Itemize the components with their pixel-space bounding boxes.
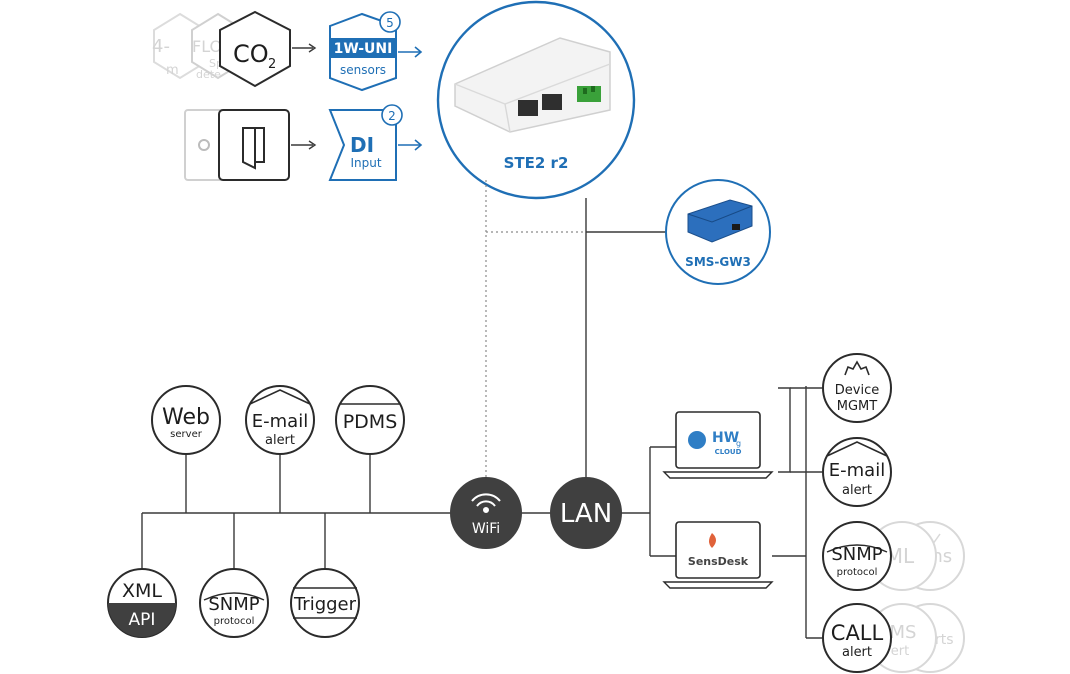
api-label: API [129, 610, 156, 630]
snmp-protocol-node-left[interactable]: SNMP protocol [199, 568, 269, 638]
sensdesk-laptop[interactable]: SensDesk [662, 521, 774, 589]
faint-sms-text: MS [890, 622, 917, 643]
wifi-label: WiFi [472, 521, 500, 537]
service-bus-drops-top [185, 455, 371, 513]
call-alert-node[interactable]: CALL alert [822, 603, 892, 673]
hwg-brand-sub: g [736, 439, 741, 448]
trigger-label: Trigger [293, 594, 357, 615]
ste2-label: STE2 r2 [504, 154, 569, 172]
di-title: DI [350, 133, 374, 157]
pdms-node[interactable]: PDMS [335, 385, 405, 455]
co2-subscript: 2 [268, 57, 276, 72]
email-alert-node-left[interactable]: E-mail alert [245, 385, 315, 455]
faint-sensor-a-text: 4- [152, 36, 170, 57]
sensdesk-branch [772, 386, 822, 639]
envelope-icon [826, 441, 888, 457]
lan-node[interactable]: LAN [550, 477, 622, 549]
onewire-title: 1W-UNI [334, 41, 393, 57]
web-sub: server [170, 429, 203, 440]
device-mgmt-sub: MGMT [837, 399, 878, 414]
device-mgmt-node[interactable]: Device MGMT [822, 353, 892, 423]
email-left-label: E-mail [252, 411, 308, 432]
email-right-label: E-mail [829, 460, 885, 481]
snmp-protocol-node-right[interactable]: SNMP protocol [822, 521, 892, 591]
hwg-cloud-laptop[interactable]: HW g CLOUD [662, 411, 774, 479]
onewire-sensors-badge: 1W-UNI sensors 5 [329, 11, 401, 92]
pdms-label: PDMS [343, 411, 398, 433]
co2-text: CO [233, 40, 269, 68]
email-left-sub: alert [265, 433, 295, 448]
onewire-subtitle: sensors [340, 63, 386, 77]
right-branch-lines [621, 446, 676, 557]
sms-gateway-label: SMS-GW3 [685, 255, 751, 269]
xml-label: XML [122, 580, 162, 602]
hwg-cloud-logo: HW g CLOUD [688, 430, 742, 456]
wifi-node[interactable]: WiFi [450, 477, 522, 549]
sensdesk-logo-icon [709, 533, 716, 548]
arrowhead [308, 140, 317, 150]
digital-input-badge: DI Input 2 [328, 104, 403, 181]
arrowhead [414, 46, 423, 58]
onewire-count: 5 [386, 16, 394, 30]
sms-gateway-image [687, 199, 753, 243]
snmp-wave [826, 544, 888, 553]
call-sub: alert [842, 645, 872, 660]
door-sensor-icon [218, 109, 290, 181]
faint-sensor-b3-text: dete [196, 68, 221, 81]
trigger-lines [293, 587, 357, 619]
lan-label: LAN [560, 499, 612, 529]
faint-sensor-a2-text: m [166, 63, 179, 78]
snmp-wave [203, 592, 265, 601]
web-label: Web [162, 405, 210, 430]
call-label: CALL [831, 621, 884, 645]
arrowhead [414, 139, 423, 151]
co2-sensor-hexagon: CO 2 [219, 10, 291, 88]
envelope-icon [249, 389, 311, 405]
arrowhead [308, 43, 317, 53]
device-mgmt-label: Device [835, 383, 879, 398]
faint-sms2-text: ert [891, 644, 909, 659]
email-right-sub: alert [842, 483, 872, 498]
cloud-bracket [778, 387, 791, 473]
snmp-right-sub: protocol [837, 567, 878, 578]
di-count: 2 [388, 109, 396, 123]
xml-api-node[interactable]: XML API [107, 568, 177, 638]
email-alert-node-right[interactable]: E-mail alert [822, 437, 892, 507]
snmp-left-label: SNMP [208, 594, 259, 615]
gear-icon [844, 360, 870, 376]
hwg-brand: HW [712, 430, 739, 446]
faint-sensor-b-text: FLO [192, 37, 222, 56]
ste2-device-image [454, 37, 611, 133]
web-server-node[interactable]: Web server [151, 385, 221, 455]
hwg-cloud-text: CLOUD [715, 448, 742, 456]
trigger-node[interactable]: Trigger [290, 568, 360, 638]
snmp-left-sub: protocol [214, 616, 255, 627]
ste2-device-circle[interactable]: STE2 r2 [436, 0, 636, 200]
wifi-icon [471, 493, 501, 513]
sms-gateway-circle[interactable]: SMS-GW3 [665, 179, 771, 285]
xml-half-fill [108, 603, 176, 637]
snmp-right-label: SNMP [831, 544, 882, 565]
service-bus-drops-bottom [141, 513, 326, 570]
di-subtitle: Input [350, 156, 381, 170]
sensdesk-brand: SensDesk [688, 555, 749, 568]
